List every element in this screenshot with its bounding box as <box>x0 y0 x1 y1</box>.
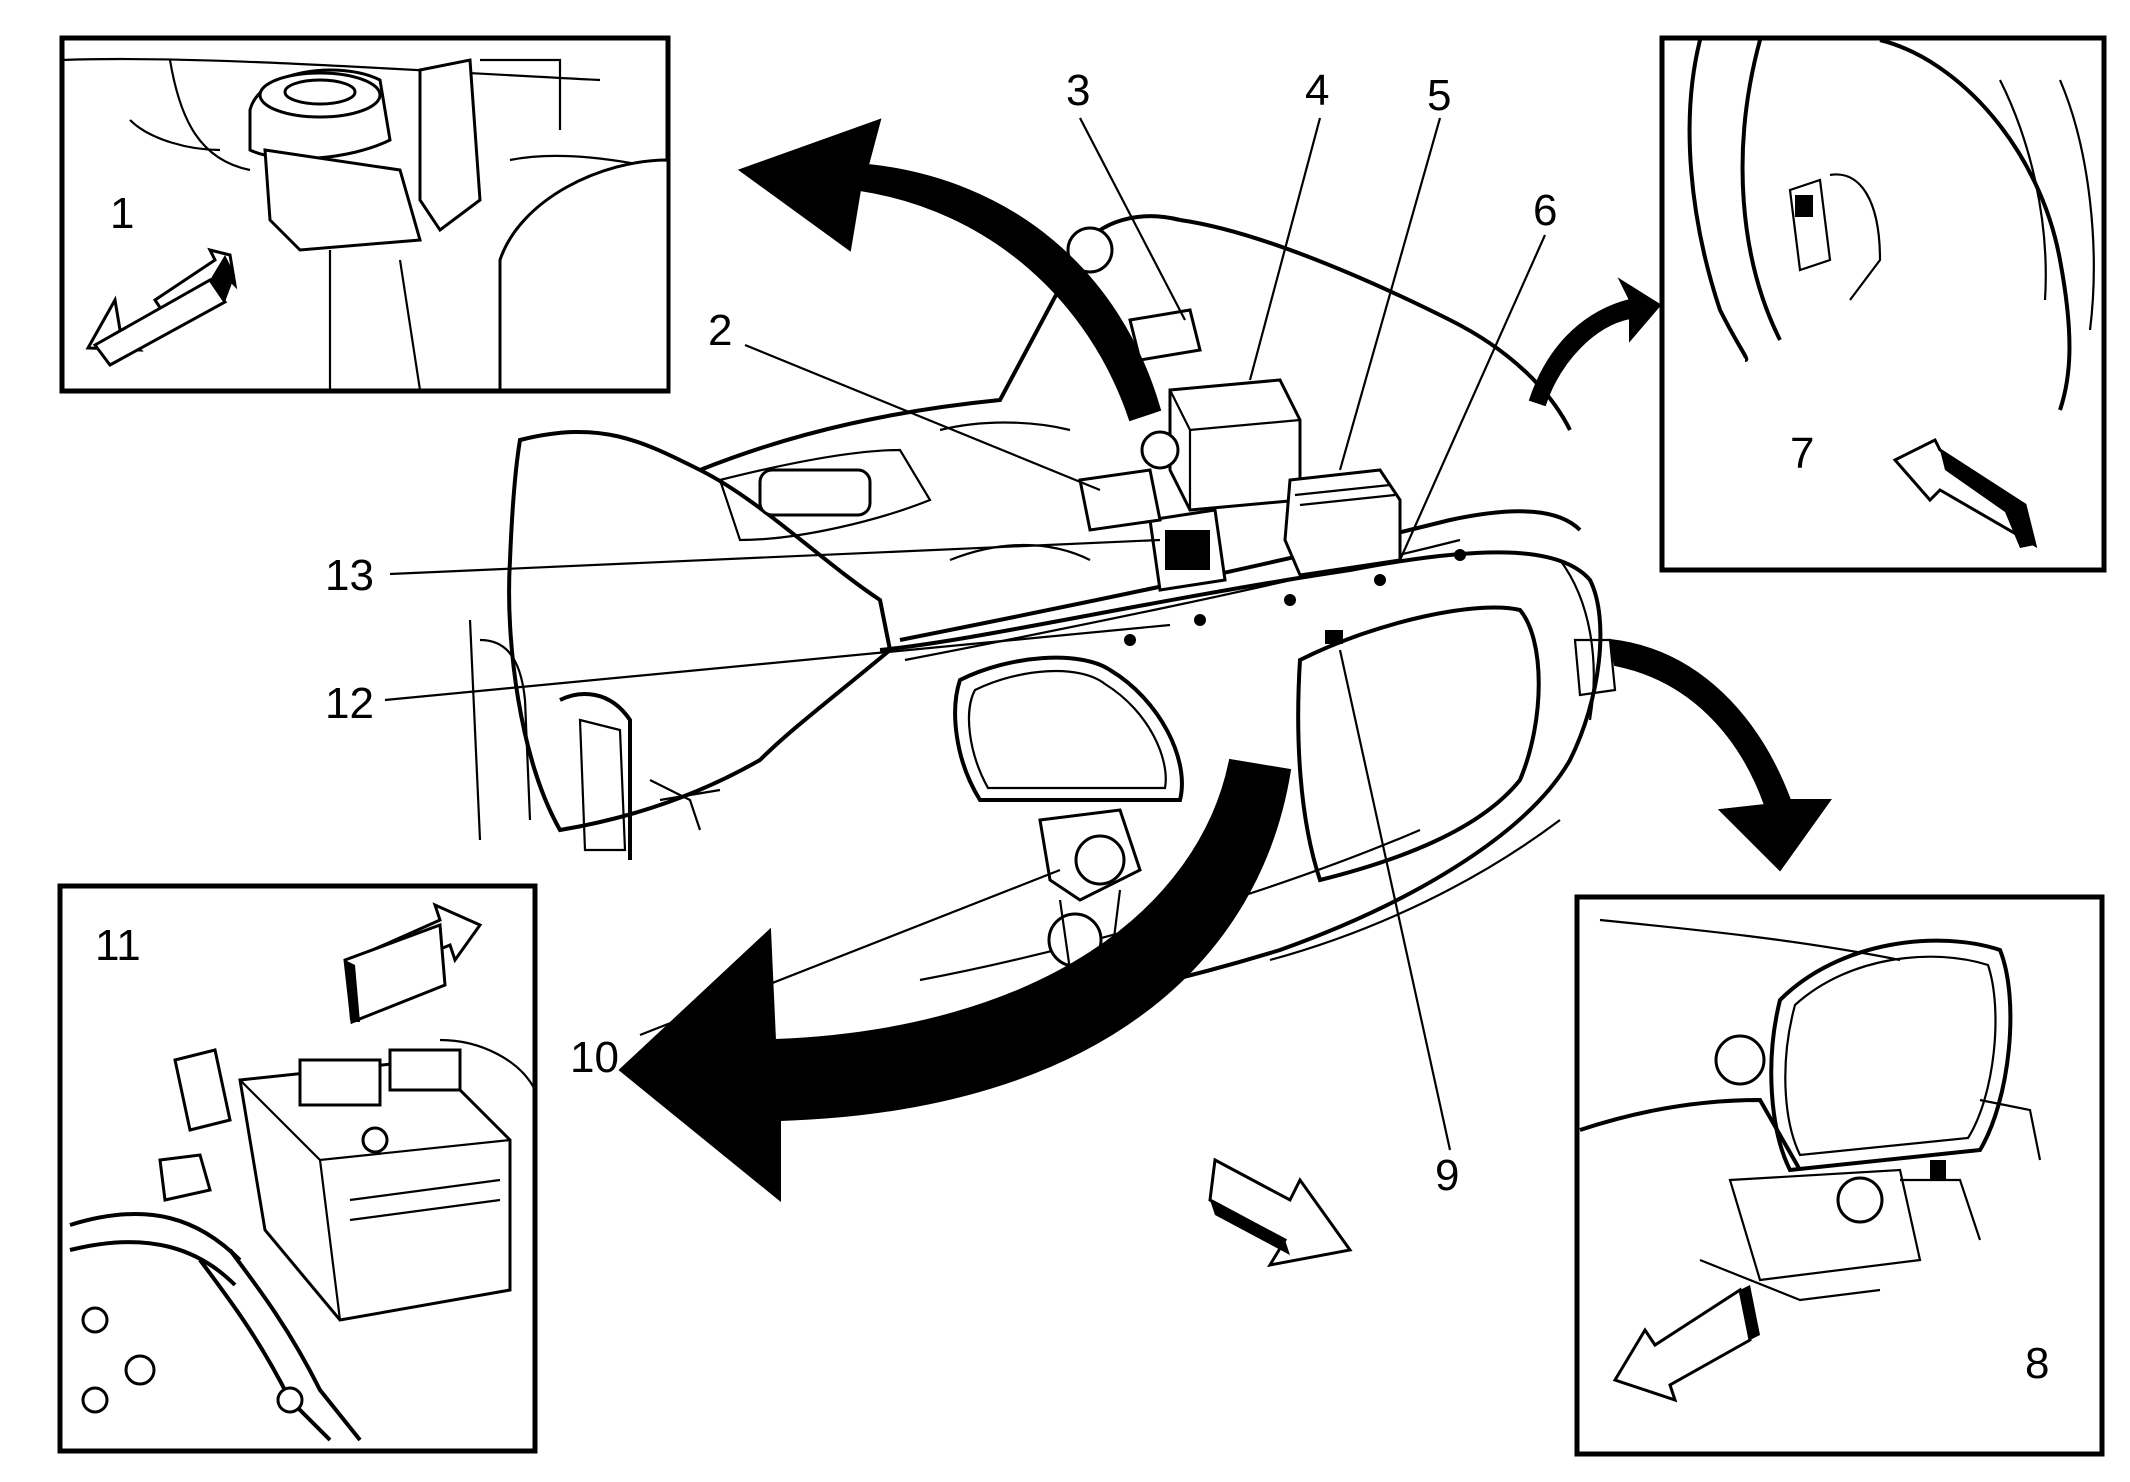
arrow-to-inset-7-icon <box>1528 277 1662 407</box>
arrow-to-inset-11-icon <box>618 758 1292 1203</box>
callout-11: 11 <box>95 921 141 970</box>
arrow-to-inset-1-icon <box>737 118 1162 422</box>
callout-13: 13 <box>325 551 374 600</box>
callout-6: 6 <box>1533 186 1557 235</box>
radiator-support <box>899 509 1582 642</box>
inset-fender-liner-component <box>1659 35 2107 573</box>
callout-4: 4 <box>1305 66 1329 115</box>
callout-9: 9 <box>1435 1151 1459 1200</box>
grille-opening <box>1296 605 1541 883</box>
callout-5: 5 <box>1427 71 1451 120</box>
arrow-to-inset-8-icon <box>1608 638 1832 872</box>
inset-headlamp-opening <box>1769 938 2013 1173</box>
headlamp-opening <box>953 655 1184 802</box>
view-direction-arrow-icon <box>1208 1157 1353 1268</box>
inset-headlamp-area <box>1574 894 2105 1457</box>
callout-2: 2 <box>708 306 732 355</box>
callout-8: 8 <box>2025 1339 2049 1388</box>
inset-battery <box>57 883 538 1454</box>
front-fascia <box>879 550 1603 1032</box>
inset-brake-fluid-reservoir <box>59 35 671 394</box>
callout-labels: 1 2 3 4 5 6 7 8 9 10 11 12 13 <box>95 66 2049 1388</box>
callout-12: 12 <box>325 679 374 728</box>
callout-7: 7 <box>1790 429 1814 478</box>
vehicle-front-view <box>468 214 1617 1032</box>
direction-arrows <box>618 118 1832 1268</box>
callout-1: 1 <box>110 189 134 238</box>
callout-10: 10 <box>570 1033 619 1082</box>
callout-3: 3 <box>1066 66 1090 115</box>
